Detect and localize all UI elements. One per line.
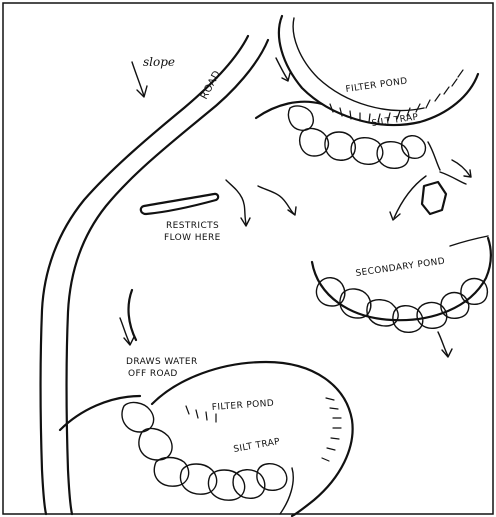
filter-pond-top-label: FILTER POND	[345, 76, 408, 95]
road	[41, 36, 269, 514]
overflow-block	[422, 182, 446, 214]
silt-trap-top-label: SILT TRAP	[371, 112, 419, 128]
road-edge-left	[41, 36, 249, 514]
secondary-overflow-arrow	[438, 332, 448, 356]
restricts-label-1: RESTRICTS	[166, 221, 219, 231]
flow-restriction	[141, 194, 218, 214]
road-edge-right	[67, 40, 269, 514]
road-label: ROAD	[199, 69, 223, 102]
secondary-pond-label: SECONDARY POND	[355, 257, 446, 279]
secondary-pond	[312, 236, 491, 320]
filter-pond-bottom-edge	[152, 362, 353, 516]
slope-label: slope	[143, 55, 175, 69]
boulder-berm-bottom	[122, 403, 293, 514]
draws-water-label-1: DRAWS WATER	[126, 357, 198, 367]
filter-pond-top	[279, 16, 478, 125]
draws-water-label-2: OFF ROAD	[128, 369, 178, 379]
silt-trap-bottom-label: SILT TRAP	[233, 437, 281, 455]
restricts-label-2: FLOW HERE	[164, 233, 221, 243]
drainage-swale	[120, 290, 136, 345]
flow-arrows-center	[226, 180, 296, 226]
secondary-pond-edge	[312, 238, 491, 320]
filter-pond-bottom-label: FILTER POND	[212, 399, 275, 413]
